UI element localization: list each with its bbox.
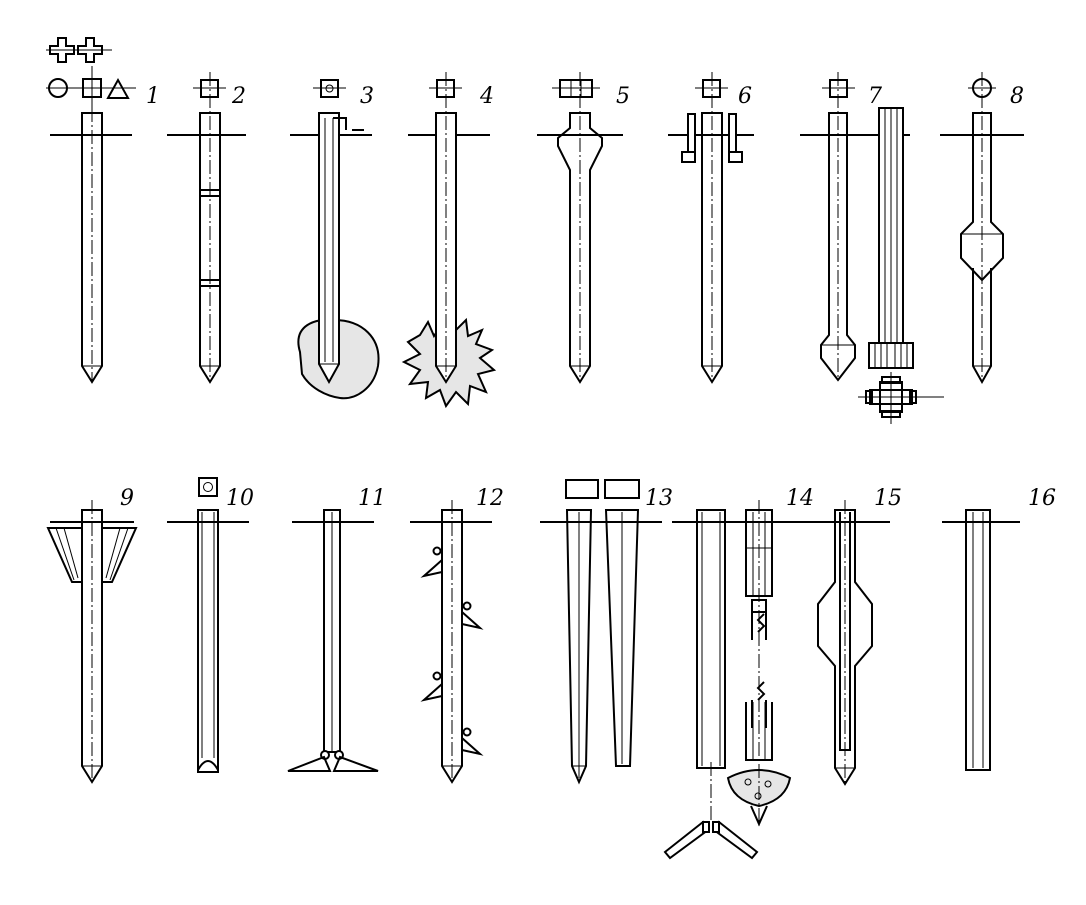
pile-7: 7: [800, 72, 944, 424]
pile-shaft: [199, 112, 221, 384]
pile-5: 5: [537, 72, 630, 384]
pile-label-13: 13: [645, 486, 673, 511]
pile-shaft: [318, 112, 340, 385]
pile-shaft: [81, 509, 103, 784]
pile-4: 4: [401, 72, 497, 409]
expanding-shoe: [663, 820, 759, 860]
pile-2: 2: [167, 72, 246, 384]
cross-section-icons: [46, 37, 136, 112]
pile-6: 6: [668, 72, 754, 384]
pile-16: 16: [942, 486, 1056, 771]
hollow-square-section-icon: [198, 477, 218, 497]
pile-shaft: [435, 112, 457, 384]
injection-pipe: [333, 117, 347, 130]
pile-shaft: [441, 509, 463, 784]
pile-9: 9: [46, 486, 138, 784]
rect-section-icon: [565, 479, 599, 499]
pile-label-3: 3: [360, 84, 374, 109]
hollow-pile-shaft: [197, 509, 219, 773]
folding-blade-left: [287, 755, 332, 772]
fin-block: [868, 342, 914, 369]
pile-10: 10: [167, 477, 254, 773]
pile-8: 8: [940, 72, 1024, 385]
pile-shaft: [81, 112, 103, 384]
pile-label-10: 10: [226, 486, 254, 511]
pile-label-2: 2: [231, 84, 246, 109]
pile-label-14: 14: [786, 486, 814, 511]
pile-shaft-mid-bulb: [960, 112, 1004, 282]
cross-fin-section-icon: [858, 372, 944, 424]
tapered-pile-flat-tip: [604, 509, 640, 767]
tube-pile: [696, 509, 726, 769]
pile-label-12: 12: [476, 486, 504, 511]
tapered-pile: [565, 509, 593, 785]
pile-label-9: 9: [120, 486, 134, 511]
pile-label-4: 4: [479, 84, 494, 109]
pile-label-8: 8: [1010, 84, 1024, 109]
side-bracket-right: [728, 113, 737, 153]
pile-label-5: 5: [616, 84, 630, 109]
pile-label-1: 1: [146, 84, 160, 109]
pile-shaft-bulb-tip: [820, 112, 856, 382]
pile-label-6: 6: [738, 84, 752, 109]
flat-end-pile: [965, 509, 991, 771]
pile-14: 14: [663, 486, 814, 860]
widened-head-shaft: [557, 112, 603, 384]
folding-blade-right: [332, 755, 379, 772]
pile-12: 12: [410, 486, 504, 784]
barbs: [420, 546, 484, 756]
rect-section-icon: [604, 479, 640, 499]
pile-15: 15: [806, 486, 902, 786]
pile-11: 11: [287, 486, 386, 772]
pile-1: 1: [46, 37, 160, 384]
bulb-tip: [750, 805, 768, 827]
pile-label-15: 15: [874, 486, 902, 511]
pile-label-11: 11: [358, 486, 386, 511]
pile-label-16: 16: [1028, 486, 1056, 511]
pile-13: 13: [540, 479, 673, 785]
pile-3: 3: [290, 79, 380, 400]
side-bracket-left: [687, 113, 696, 153]
pile-label-7: 7: [868, 84, 882, 109]
pile-shaft-mid-bulge: [817, 509, 873, 786]
pile-shaft: [701, 112, 723, 384]
